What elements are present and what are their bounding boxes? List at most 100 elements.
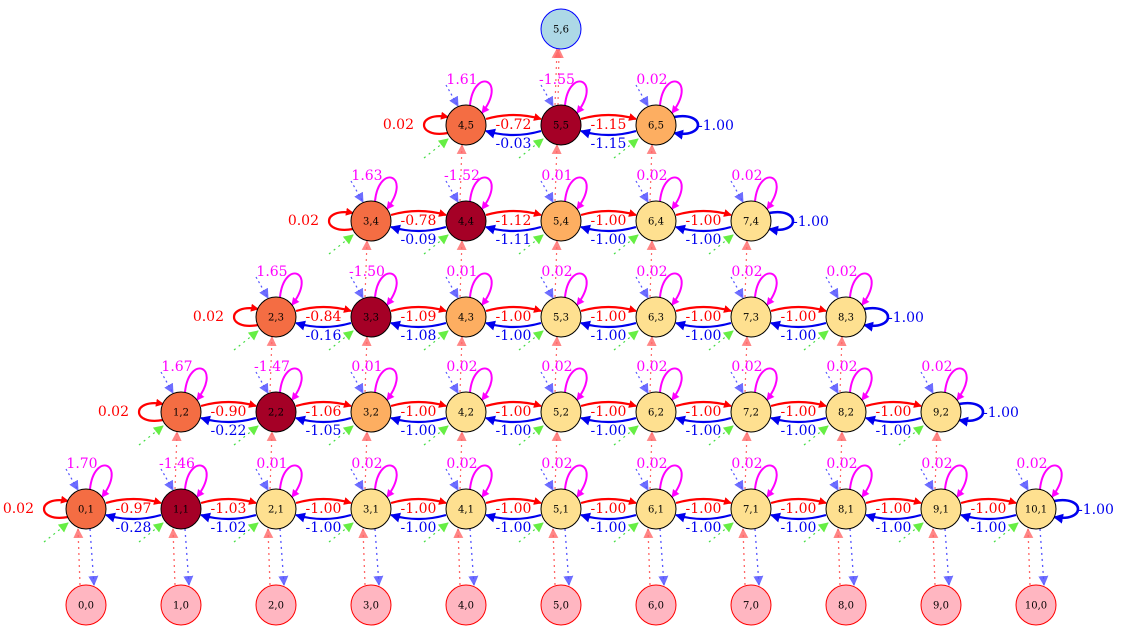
state-node-label: 9,2: [933, 408, 949, 419]
self-loop-left: [327, 207, 354, 231]
self-loop-top-label: 0.02: [826, 264, 857, 280]
self-loop-top: [279, 464, 303, 498]
edge-left: [770, 320, 827, 331]
edge-label-right: -1.00: [591, 404, 627, 420]
edge-diag-dotted: [328, 234, 354, 255]
edge-diag-dotted: [613, 425, 639, 446]
state-node-circle: [65, 488, 107, 530]
edge-diag-dotted: [803, 522, 829, 543]
edge-down-dotted: [160, 468, 174, 491]
state-node-label: 3,4: [363, 217, 379, 228]
self-loop-top: [374, 176, 398, 210]
edge-up-dotted: [643, 528, 654, 586]
self-loop-top-label: 1.61: [446, 72, 477, 88]
self-loop-top: [659, 367, 683, 401]
state-node: 8,3: [825, 296, 867, 338]
self-loop-left: [232, 303, 259, 327]
edge-label-right: -1.00: [781, 309, 817, 325]
state-node: 4,4: [445, 200, 487, 242]
self-loop-top: [469, 80, 493, 114]
edge-left: [390, 512, 447, 523]
edge-left: [770, 512, 827, 523]
edge-diag-dotted: [803, 425, 829, 446]
self-loop-top: [754, 176, 778, 210]
self-loop-top: [184, 464, 208, 498]
state-node-label: 6,3: [648, 313, 664, 324]
self-loop-top-label: 0.02: [921, 359, 952, 375]
state-node-circle: [540, 200, 582, 242]
edge-label-left: -1.00: [686, 423, 722, 439]
self-loop-top-label: 0.01: [256, 456, 287, 472]
edge-label-right: -1.00: [781, 404, 817, 420]
self-loop-top: [469, 176, 493, 210]
state-node-circle: [825, 296, 867, 338]
edge-down-dotted: [540, 468, 554, 491]
edge-label-left: -1.00: [781, 520, 817, 536]
edge-label-left: -1.05: [306, 423, 342, 439]
state-node: 3,2: [350, 391, 392, 433]
self-loop-right-label: -1.00: [698, 118, 734, 134]
self-loop-top: [564, 464, 588, 498]
state-node: 5,5: [540, 104, 582, 146]
edge-left: [865, 512, 922, 523]
edge-right: [105, 497, 162, 505]
edge-right: [675, 209, 732, 217]
edge-label-left: -1.00: [591, 328, 627, 344]
edge-diag-dotted: [898, 522, 924, 543]
self-loop-top: [279, 272, 303, 306]
edge-label-right: -0.78: [401, 213, 437, 229]
edge-left: [580, 320, 637, 331]
edge-label-right: -1.00: [686, 213, 722, 229]
edge-right: [580, 305, 637, 313]
state-node: 5,4: [540, 200, 582, 242]
edge-diag-dotted: [423, 522, 449, 543]
edge-down-dotted: [635, 84, 649, 107]
edge-down-dotted: [373, 528, 384, 586]
edge-left: [390, 320, 447, 331]
edge-diag-dotted: [138, 522, 164, 543]
self-loop-top-label: 0.02: [731, 359, 762, 375]
edge-down-dotted: [278, 528, 289, 586]
edge-down-dotted: [920, 371, 934, 394]
edge-down-dotted: [183, 528, 194, 586]
edge-diag-dotted: [993, 522, 1019, 543]
state-node-circle: [635, 200, 677, 242]
edge-right: [295, 497, 352, 505]
state-node-label: 4,0: [458, 601, 474, 612]
state-node: 4,5: [445, 104, 487, 146]
state-node-circle: [350, 296, 392, 338]
state-node-label: 10,1: [1025, 505, 1047, 516]
self-loop-right: [673, 114, 700, 140]
edge-right: [485, 113, 542, 121]
edge-label-left: -1.08: [401, 328, 437, 344]
state-node-circle: [445, 584, 487, 626]
state-node-circle: [65, 584, 107, 626]
state-node-label: 9,1: [933, 505, 949, 516]
state-node-circle: [920, 488, 962, 530]
edge-label-left: -0.16: [306, 328, 342, 344]
self-loop-top-label: 0.02: [731, 456, 762, 472]
state-node-circle: [540, 584, 582, 626]
edge-down-dotted: [540, 276, 554, 299]
edge-down-dotted: [468, 528, 479, 586]
edge-up-dotted: [453, 528, 464, 586]
edge-label-left: -0.09: [401, 232, 437, 248]
state-node-label: 5,1: [553, 505, 569, 516]
edge-right: [580, 209, 637, 217]
self-loop-top: [849, 272, 873, 306]
state-node: 8,2: [825, 391, 867, 433]
self-loop-top-label: -1.47: [254, 359, 290, 375]
state-node: 8,1: [825, 488, 867, 530]
edge-left: [580, 224, 637, 235]
edge-diag-dotted: [518, 234, 544, 255]
edge-right: [200, 497, 257, 505]
edge-up-dotted: [1023, 528, 1034, 586]
edge-right: [485, 400, 542, 408]
edge-down-dotted: [920, 468, 934, 491]
self-loop-top: [564, 176, 588, 210]
state-node-circle: [825, 488, 867, 530]
state-node-circle: [160, 584, 202, 626]
state-node: 9,1: [920, 488, 962, 530]
edge-down-dotted: [753, 528, 764, 586]
edge-label-left: -1.00: [876, 423, 912, 439]
